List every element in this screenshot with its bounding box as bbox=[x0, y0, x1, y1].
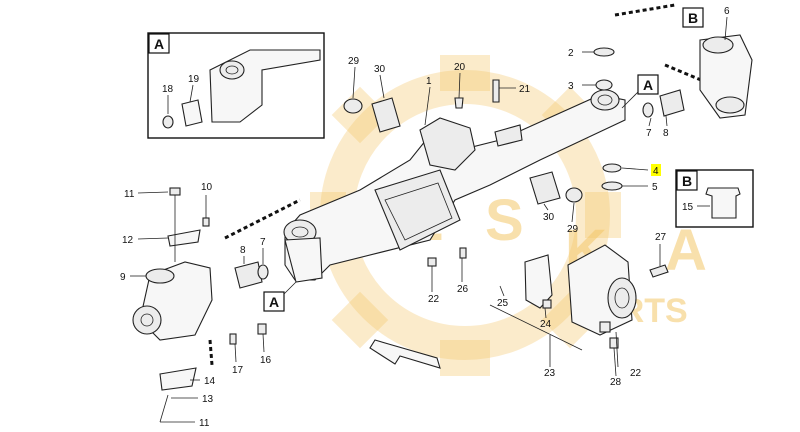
washer-2 bbox=[593, 47, 615, 57]
axle-housing bbox=[283, 89, 626, 283]
callout-16: 16 bbox=[260, 355, 272, 366]
seal-29-bottom bbox=[565, 187, 583, 203]
inset-a: A 18 19 bbox=[147, 32, 325, 139]
seal-7-right bbox=[642, 102, 654, 118]
callout-21: 21 bbox=[519, 84, 531, 95]
callout-22-left: 22 bbox=[428, 294, 440, 305]
callout-13: 13 bbox=[202, 394, 214, 405]
callout-18: 18 bbox=[162, 84, 174, 95]
callout-28: 28 bbox=[610, 377, 622, 388]
hub-carrier bbox=[427, 244, 669, 351]
section-tag-a-bottom: A bbox=[263, 281, 297, 312]
bushing-8-left bbox=[234, 261, 263, 289]
callout-23: 23 bbox=[544, 368, 556, 379]
axle-center-boss bbox=[419, 117, 476, 171]
seal-29-top bbox=[343, 98, 363, 114]
callout-7-right: 7 bbox=[646, 128, 652, 139]
callout-24: 24 bbox=[540, 319, 552, 330]
callout-7-left: 7 bbox=[260, 237, 266, 248]
callout-5: 5 bbox=[652, 182, 658, 193]
callout-15: 15 bbox=[682, 202, 694, 213]
right-knuckle bbox=[642, 34, 753, 119]
watermark: E S K A PARTS bbox=[310, 55, 707, 376]
bushing-30-top bbox=[371, 97, 401, 133]
inset-a-tag: A bbox=[154, 36, 164, 52]
seal-7-left bbox=[257, 264, 269, 280]
callout-6: 6 bbox=[724, 6, 730, 17]
guide-right bbox=[664, 63, 726, 92]
svg-text:A: A bbox=[643, 77, 653, 93]
callout-12: 12 bbox=[122, 235, 134, 246]
axle-right-eye bbox=[590, 89, 620, 111]
guide-left bbox=[224, 198, 301, 240]
callout-19: 19 bbox=[188, 74, 200, 85]
callout-8-right: 8 bbox=[663, 128, 669, 139]
callout-14: 14 bbox=[204, 376, 216, 387]
upper-arm-plate bbox=[167, 229, 201, 247]
svg-text:A: A bbox=[269, 294, 279, 310]
guide-left-lower bbox=[208, 339, 214, 366]
lower-arm-plate bbox=[159, 367, 197, 391]
callout-4: 4 bbox=[653, 166, 659, 177]
washer-stack bbox=[593, 47, 623, 191]
callout-26: 26 bbox=[457, 284, 469, 295]
axle-left-yoke bbox=[284, 237, 323, 283]
callout-11-top: 11 bbox=[124, 189, 135, 200]
inset-b: B 15 bbox=[675, 169, 754, 228]
callout-17: 17 bbox=[232, 365, 244, 376]
carrier-bracket-line bbox=[489, 304, 583, 351]
callout-10: 10 bbox=[201, 182, 213, 193]
inset-a-seal bbox=[162, 115, 174, 129]
axle-flange-plate bbox=[374, 169, 461, 251]
washer-3 bbox=[595, 79, 613, 91]
bolt-21 bbox=[492, 79, 500, 103]
direction-arrow bbox=[369, 339, 441, 369]
axle-mount-block bbox=[494, 124, 523, 147]
section-tag-b-top: B bbox=[682, 7, 704, 28]
highlight-box bbox=[651, 164, 661, 176]
hub-bore bbox=[607, 277, 637, 319]
washer-4 bbox=[602, 163, 622, 173]
inset-b-bushing bbox=[705, 187, 741, 219]
inset-a-bushing bbox=[181, 99, 203, 127]
svg-text:B: B bbox=[688, 10, 698, 26]
callout-27: 27 bbox=[655, 232, 667, 243]
callout-8-left: 8 bbox=[240, 245, 246, 256]
callout-29-top: 29 bbox=[348, 56, 360, 67]
bushing-8-right bbox=[659, 89, 685, 117]
right-knuckle-body bbox=[699, 34, 753, 119]
watermark-letter-a: A bbox=[665, 218, 707, 283]
leader-lines bbox=[130, 16, 728, 423]
inset-b-tag: B bbox=[682, 173, 692, 189]
callout-2: 2 bbox=[568, 48, 574, 59]
left-knuckle bbox=[132, 187, 269, 423]
callout-9: 9 bbox=[120, 272, 126, 283]
knuckle-hub bbox=[132, 305, 162, 335]
callouts: 1 2 3 4 5 6 7 7 8 8 9 10 11 11 12 13 14 … bbox=[120, 6, 730, 429]
bushing-30-bottom bbox=[529, 171, 561, 205]
callout-22-right: 22 bbox=[630, 368, 642, 379]
grease-fitting-20 bbox=[454, 97, 464, 109]
callout-3: 3 bbox=[568, 81, 574, 92]
callout-25: 25 bbox=[497, 298, 509, 309]
washer-5 bbox=[601, 181, 623, 191]
callout-30-bottom: 30 bbox=[543, 212, 555, 223]
guide-top-right bbox=[614, 3, 676, 17]
callout-1: 1 bbox=[426, 76, 432, 87]
callout-29-bottom: 29 bbox=[567, 224, 579, 235]
inset-a-eye bbox=[219, 60, 245, 80]
watermark-letter-s: S bbox=[485, 188, 524, 253]
callout-30-top: 30 bbox=[374, 64, 386, 75]
callout-20: 20 bbox=[454, 62, 466, 73]
section-tag-a-top: A bbox=[621, 74, 659, 109]
bolt-27 bbox=[649, 264, 669, 278]
callout-11-bottom: 11 bbox=[199, 418, 210, 429]
